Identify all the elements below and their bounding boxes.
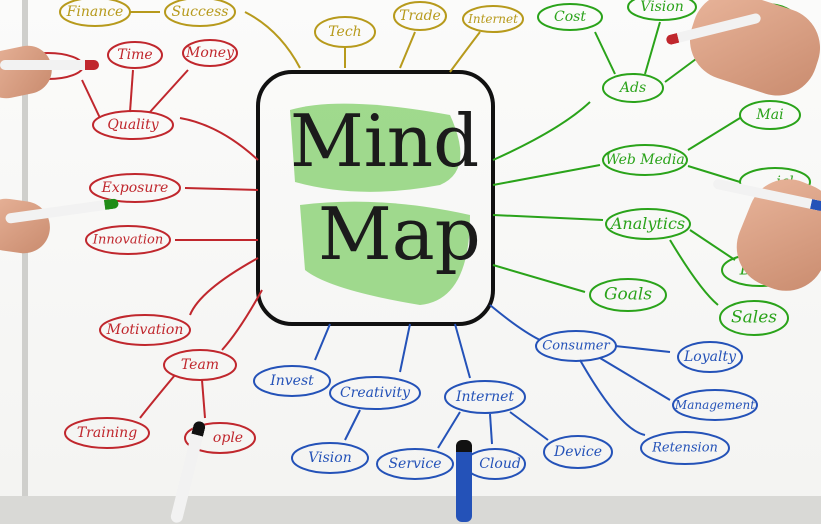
node-creativity: Creativity [339, 385, 411, 401]
node-team: Team [180, 357, 220, 373]
highlight-map [300, 201, 470, 305]
node-success: Success [171, 4, 229, 20]
node-management: Management [674, 398, 756, 412]
node-money: Money [186, 45, 234, 61]
node-exposure: Exposure [101, 180, 169, 196]
node-motivation: Motivation [106, 322, 184, 338]
node-device: Device [553, 444, 603, 460]
highlight-mind [290, 103, 461, 192]
node-vision-bottom: Vision [308, 450, 352, 466]
node-cost: Cost [554, 9, 586, 25]
node-web-media: Web Media [605, 152, 685, 168]
node-innovation: Innovation [92, 232, 164, 248]
node-vision-top: Vision [640, 0, 684, 15]
node-time: Time [117, 47, 153, 63]
node-sales: Sales [730, 307, 778, 328]
node-loyalty: Loyalty [684, 349, 736, 365]
marker-blue-bottom [456, 440, 472, 522]
node-consumer: Consumer [542, 338, 610, 354]
node-people: ople [212, 430, 244, 446]
node-ads: Ads [619, 80, 647, 96]
center-title-line1: Mind [290, 99, 480, 183]
node-trade: Trade [399, 8, 441, 24]
node-retension: Retension [652, 440, 718, 456]
node-finance: Finance [66, 4, 124, 20]
node-analytics: Analytics [610, 214, 686, 233]
node-internet-bottom: Internet [455, 389, 515, 405]
node-cloud: Cloud [479, 456, 521, 472]
node-quality: Quality [107, 117, 159, 133]
node-internet-top: Internet [468, 12, 518, 26]
node-goals: Goals [603, 284, 653, 305]
top-branches [59, 0, 524, 73]
node-mail: Mai [756, 107, 784, 123]
center-title-line2: Map [318, 192, 481, 276]
center-box [256, 70, 495, 326]
node-service: Service [388, 456, 442, 472]
node-tech: Tech [328, 24, 362, 40]
node-invest: Invest [270, 373, 314, 389]
marker-red-left [0, 60, 99, 70]
node-training: Training [76, 425, 138, 441]
